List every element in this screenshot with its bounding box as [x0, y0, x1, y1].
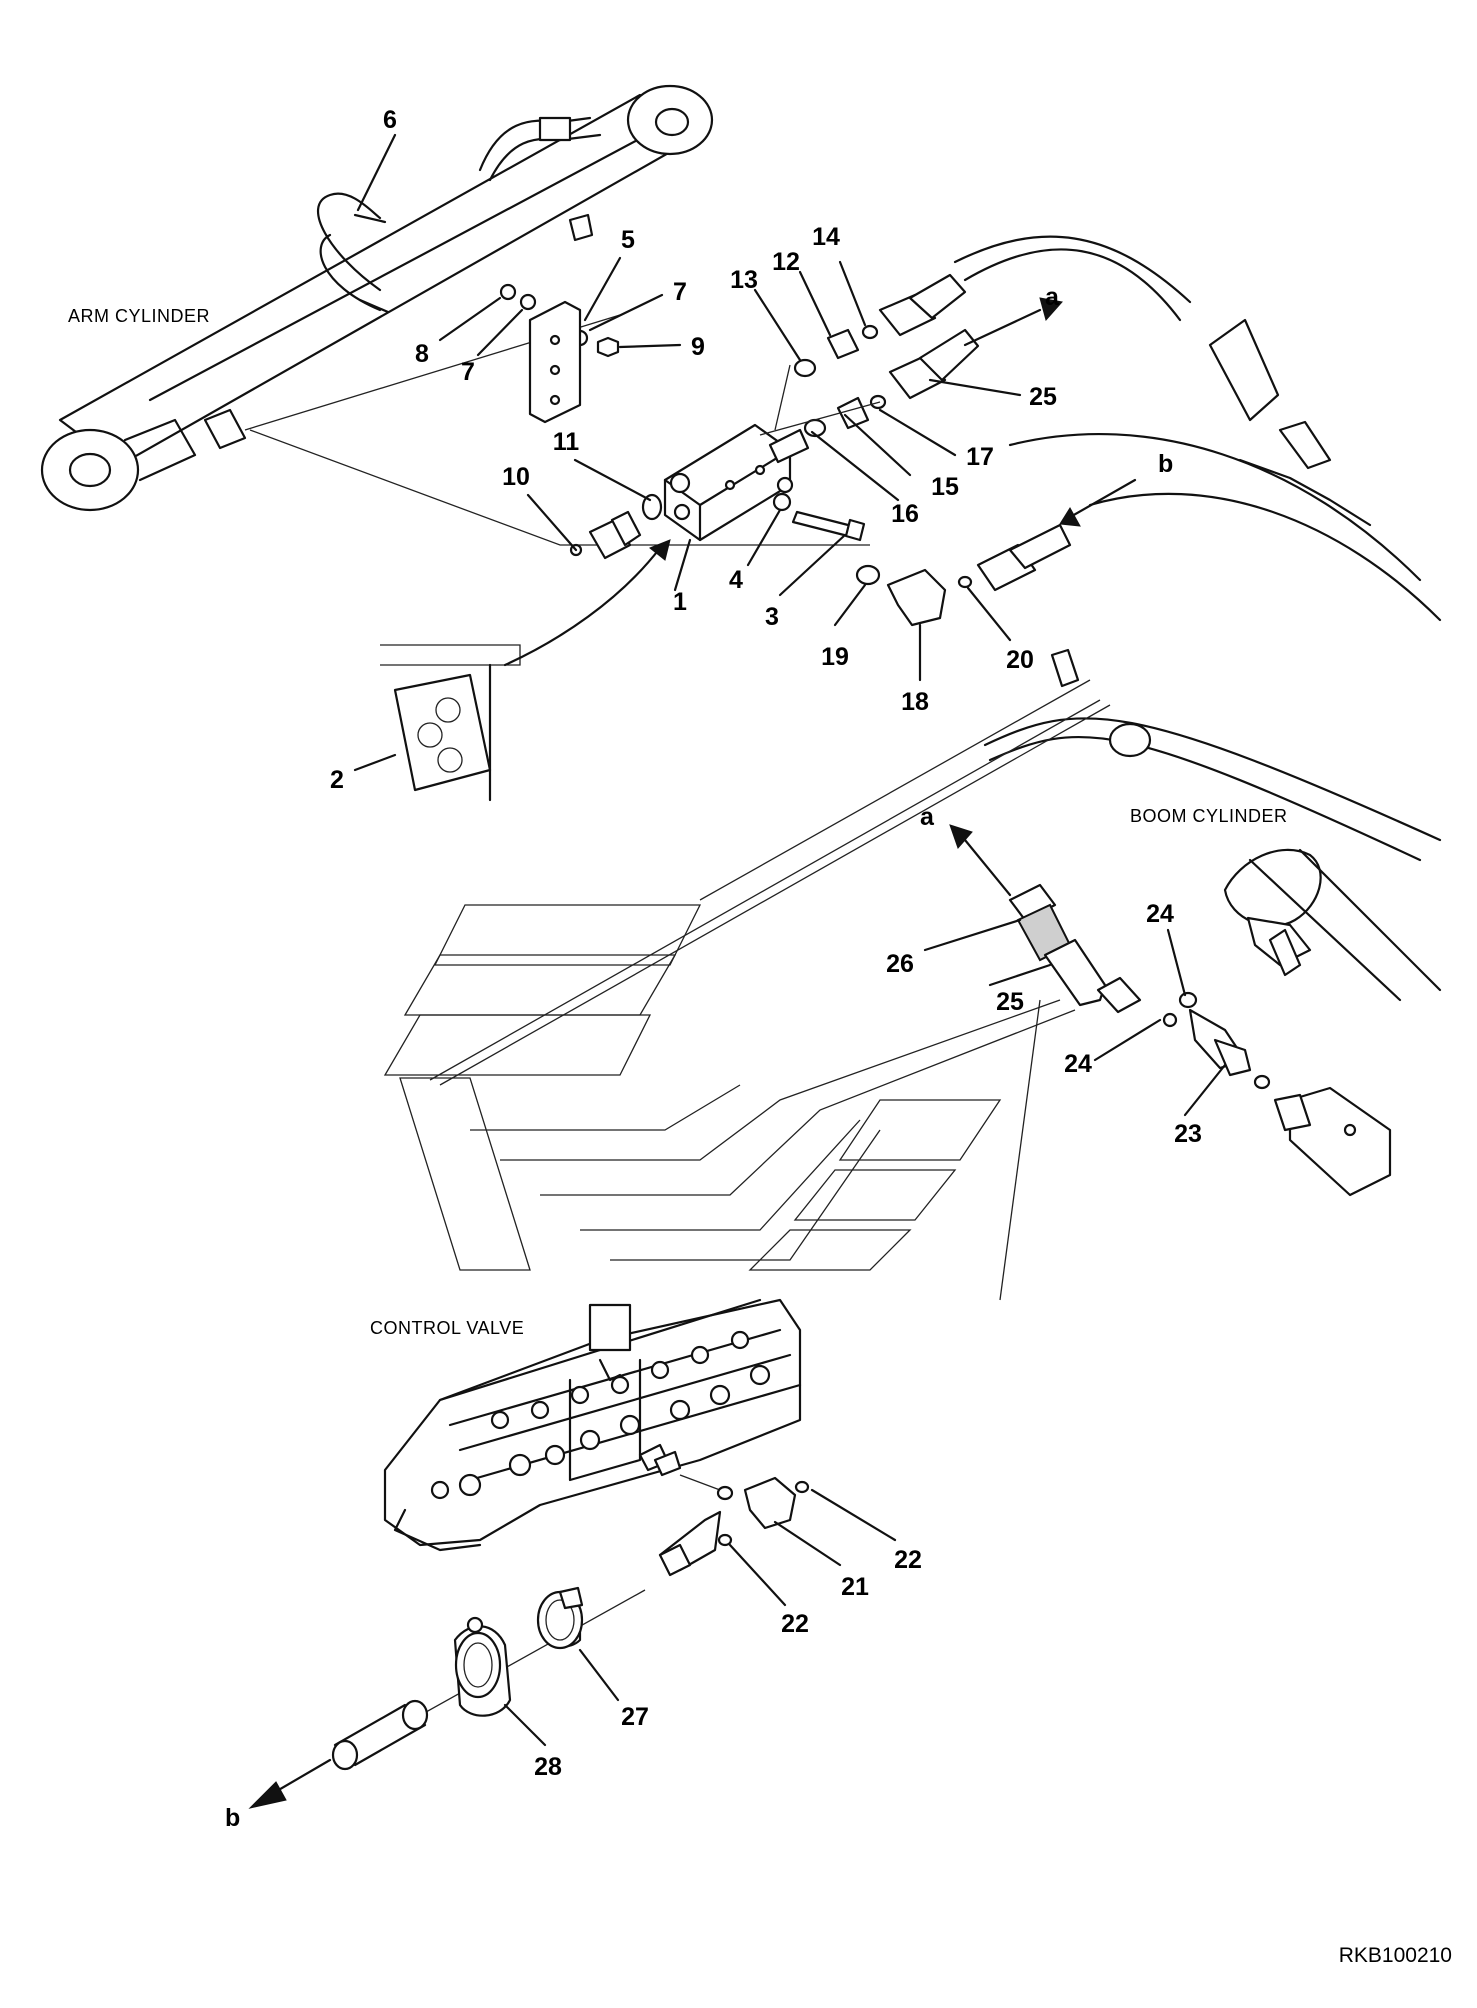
- callout-8: 8: [415, 340, 429, 368]
- callout-7-right: 7: [673, 278, 687, 306]
- connection-label-a-middle: a: [920, 803, 935, 831]
- arm-cylinder: [40, 84, 870, 546]
- callout-24-bottom: 24: [1064, 1050, 1092, 1078]
- callout-3: 3: [765, 603, 779, 631]
- connection-arrow-a-top: [963, 297, 1063, 347]
- callout-19: 19: [821, 643, 849, 671]
- callout-10: 10: [502, 463, 530, 491]
- callout-6: 6: [383, 106, 397, 134]
- callout-17: 17: [966, 443, 994, 471]
- leader-lines: [353, 133, 1227, 1747]
- connection-label-b-bottom: b: [225, 1804, 240, 1832]
- callout-26: 26: [886, 950, 914, 978]
- callout-18: 18: [901, 688, 929, 716]
- control-valve: [383, 1298, 802, 1552]
- fastener-set: [499, 283, 620, 424]
- callout-27: 27: [621, 1703, 649, 1731]
- callout-14: 14: [812, 223, 840, 251]
- fittings-upper: [759, 235, 1332, 470]
- bolt-and-washer: [772, 492, 866, 542]
- callout-24-top: 24: [1146, 900, 1174, 928]
- callout-22-right: 22: [894, 1546, 922, 1574]
- callout-2: 2: [330, 766, 344, 794]
- drawing-reference: RKB100210: [1339, 1944, 1452, 1967]
- boom-and-cab: [429, 679, 1442, 1086]
- u-bolt: [317, 192, 390, 314]
- callout-7-left: 7: [461, 358, 475, 386]
- sticker-decal: [380, 539, 671, 802]
- connection-arrow-b-top: [1059, 478, 1137, 527]
- arm-cylinder-label: ARM CYLINDER: [68, 306, 210, 326]
- callout-25-top: 25: [1029, 383, 1057, 411]
- tee-fitting: [339, 1474, 810, 1761]
- callout-28: 28: [534, 1753, 562, 1781]
- cab-floor: [383, 904, 1076, 1301]
- callout-5: 5: [621, 226, 635, 254]
- callout-20: 20: [1006, 646, 1034, 674]
- callout-15: 15: [931, 473, 959, 501]
- control-valve-label: CONTROL VALVE: [370, 1318, 524, 1338]
- hose-assembly-middle: [1008, 883, 1392, 1197]
- callout-4: 4: [729, 566, 743, 594]
- elbow-fitting: [855, 523, 1080, 688]
- connection-arrow-a-middle: [949, 824, 1012, 897]
- callout-13: 13: [730, 266, 758, 294]
- callout-16: 16: [891, 500, 919, 528]
- callout-numbers: 1 2 3 4 5 6 7 7 8 9 10 11 12 13 14 15 16…: [330, 106, 1202, 1781]
- boom-cylinder-label: BOOM CYLINDER: [1130, 806, 1288, 826]
- callout-25-middle: 25: [996, 988, 1024, 1016]
- callout-23: 23: [1174, 1120, 1202, 1148]
- arm-frame: [1008, 433, 1442, 622]
- connection-arrow-b-bottom: [248, 1758, 332, 1809]
- callout-21: 21: [841, 1573, 869, 1601]
- callout-1: 1: [673, 588, 687, 616]
- callout-12: 12: [772, 248, 800, 276]
- callout-22-left: 22: [781, 1610, 809, 1638]
- connection-label-b-top: b: [1158, 450, 1173, 478]
- callout-9: 9: [691, 333, 705, 361]
- connection-label-a-top: a: [1045, 283, 1060, 311]
- fitting-10: [569, 493, 663, 560]
- hose-clamp-and-protector: [331, 1586, 584, 1771]
- valve-block: [663, 423, 810, 542]
- callout-11: 11: [553, 428, 580, 456]
